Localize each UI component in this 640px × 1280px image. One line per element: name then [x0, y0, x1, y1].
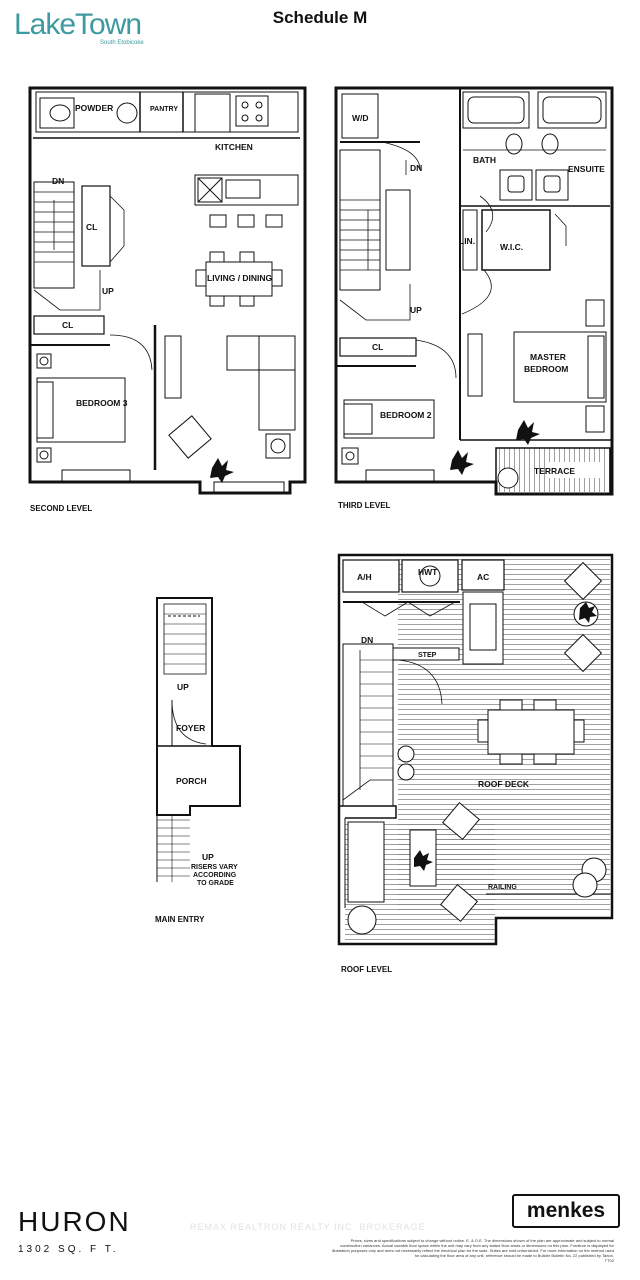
third-level-plan: [334, 86, 614, 496]
room-label-master-line2: BEDROOM: [524, 364, 568, 374]
room-label-closet: CL: [86, 222, 97, 232]
disclaimer-text: Prices, sizes and specifications subject…: [331, 1238, 614, 1258]
laketown-logo: LakeTown South Etobicoke: [14, 10, 164, 62]
stair-label-up: UP: [102, 286, 114, 296]
roof-level-plan: [337, 553, 614, 946]
level-label-roof: ROOF LEVEL: [341, 965, 392, 974]
room-label-living-dining: LIVING / DINING: [207, 273, 273, 283]
note-risers-line3: TO GRADE: [197, 880, 234, 887]
room-label-air-conditioner: AC: [477, 572, 489, 582]
watermark-text: REMAX REALTRON REALTY INC. BROKERAGE: [190, 1222, 426, 1232]
room-label-air-handler: A/H: [357, 572, 372, 582]
logo-subtitle: South Etobicoke: [100, 40, 144, 46]
room-label-hot-water-tank: HWT: [418, 567, 438, 577]
stair-label-up: UP: [202, 852, 214, 862]
label-step: STEP: [418, 652, 437, 659]
room-label-bedroom-3: BEDROOM 3: [76, 398, 128, 408]
stair-label-dn: DN: [410, 163, 422, 173]
stair-label-dn: DN: [361, 635, 373, 645]
note-risers-line1: RISERS VARY: [191, 864, 238, 871]
model-area: 1302 SQ. F T.: [18, 1244, 119, 1255]
room-label-bedroom-2: BEDROOM 2: [380, 410, 432, 420]
level-label-third: THIRD LEVEL: [338, 501, 391, 510]
room-label-closet: CL: [62, 320, 73, 330]
room-label-ensuite: ENSUITE: [568, 164, 605, 174]
brand-wordmark: menkes: [526, 1199, 606, 1222]
room-label-washer-dryer: W/D: [352, 113, 369, 123]
level-label-second: SECOND LEVEL: [30, 504, 92, 513]
stair-label-up: UP: [410, 305, 422, 315]
room-label-pantry: PANTRY: [150, 106, 178, 113]
room-label-walk-in-closet: W.I.C.: [500, 242, 523, 252]
room-label-kitchen: KITCHEN: [215, 142, 253, 152]
schedule-title: Schedule M: [272, 8, 368, 27]
level-label-main-entry: MAIN ENTRY: [155, 915, 205, 924]
document-code: TT02: [604, 1258, 614, 1263]
main-entry-plan: [156, 597, 241, 882]
legal-disclaimer: Prices, sizes and specifications subject…: [330, 1238, 614, 1263]
second-level-plan: [28, 86, 307, 495]
menkes-logo: menkes: [512, 1194, 620, 1228]
room-label-porch: PORCH: [176, 776, 207, 786]
label-railing: RAILING: [488, 884, 517, 891]
model-name: HURON: [18, 1206, 131, 1237]
logo-wordmark: LakeTown: [14, 8, 142, 41]
room-label-powder: POWDER: [75, 103, 113, 113]
note-risers-line2: ACCORDING: [193, 872, 237, 879]
room-label-foyer: FOYER: [176, 723, 205, 733]
stair-label-up: UP: [177, 682, 189, 692]
room-label-linen: LIN.: [459, 236, 475, 246]
stair-label-dn: DN: [52, 176, 64, 186]
room-label-closet: CL: [372, 342, 383, 352]
room-label-roof-deck: ROOF DECK: [478, 779, 530, 789]
room-label-bath: BATH: [473, 155, 496, 165]
room-label-terrace: TERRACE: [534, 466, 575, 476]
room-label-master-line1: MASTER: [530, 352, 566, 362]
